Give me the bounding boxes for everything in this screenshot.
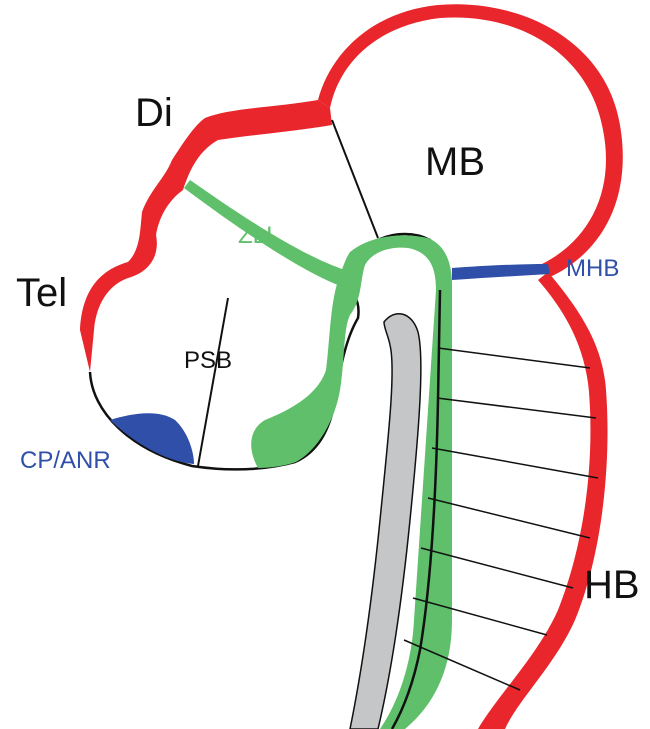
hb-dorsal-wall (478, 272, 608, 729)
cp-anr-region (110, 413, 194, 464)
rhombomere-line (432, 448, 598, 478)
label-psb: PSB (184, 347, 232, 374)
label-cp-anr: CP/ANR (20, 447, 111, 474)
label-mhb: MHB (566, 255, 619, 282)
di-mb-boundary-line (332, 120, 378, 238)
ventral-diencephalon-green (251, 235, 452, 729)
label-di: Di (135, 91, 173, 135)
forebrain-dorsal-wall (80, 100, 332, 372)
label-tel: Tel (16, 271, 67, 315)
rhombomere-line (437, 398, 596, 418)
rhombomere-line (438, 348, 590, 368)
label-mb: MB (425, 140, 485, 184)
mhb-band (452, 264, 550, 280)
psb-line (198, 298, 228, 466)
label-zli: ZLI (238, 222, 273, 249)
rhombomere-line (428, 498, 590, 538)
label-hb: HB (584, 563, 640, 607)
